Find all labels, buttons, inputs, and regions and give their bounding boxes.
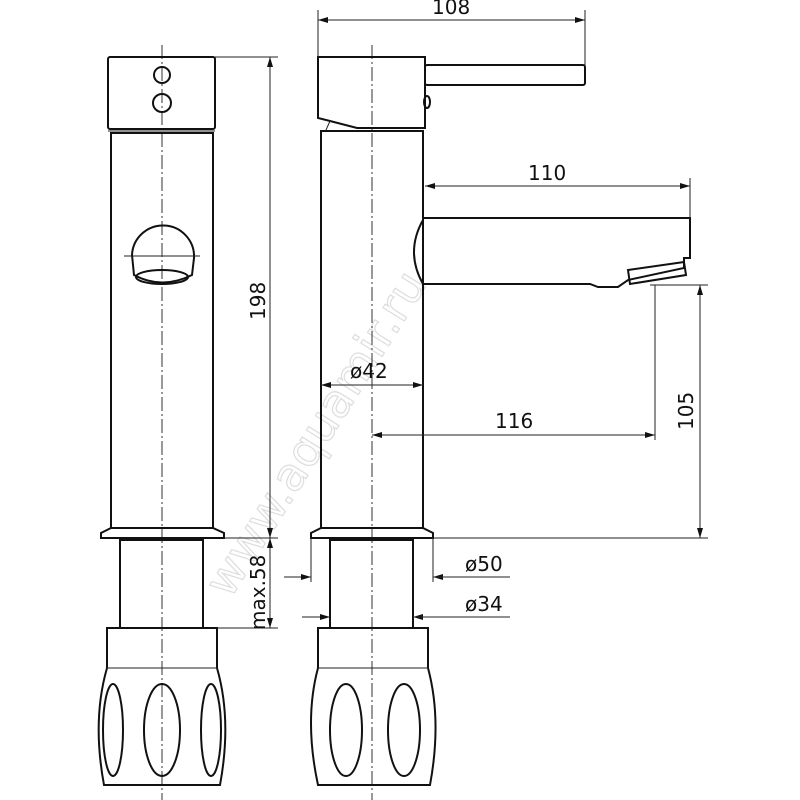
side-view (310, 45, 691, 800)
svg-text:110: 110 (528, 161, 566, 185)
front-view (97, 45, 227, 800)
handle-cap-side (317, 56, 426, 129)
dimension-50: ø50 (284, 538, 510, 582)
svg-text:105: 105 (674, 392, 698, 430)
lever (424, 64, 586, 86)
dimension-max58: max.58 (246, 555, 270, 630)
dimension-198: 198 (246, 282, 270, 320)
dimension-42: ø42 (321, 359, 423, 388)
svg-text:ø50: ø50 (465, 552, 503, 576)
svg-text:108: 108 (432, 0, 470, 19)
mounting-nut (97, 627, 227, 786)
dimension-108: 108 (317, 0, 586, 65)
mounting-nut-side (310, 627, 437, 786)
svg-text:ø42: ø42 (350, 359, 388, 383)
spout-aerator-front (130, 224, 196, 284)
spout (413, 217, 691, 288)
indicator-hot-icon (153, 66, 171, 84)
dimension-105: 105 (433, 284, 708, 539)
aerator (626, 260, 688, 286)
dimension-total-height: 198 max.58 (215, 56, 278, 630)
dimension-116: 116 (372, 285, 656, 440)
handle-cap (107, 56, 216, 130)
watermark: www.aquamir.ru (194, 261, 437, 606)
svg-text:116: 116 (495, 409, 533, 433)
svg-text:ø34: ø34 (465, 592, 503, 616)
dimension-34: ø34 (302, 592, 510, 620)
dimension-110: 110 (425, 161, 691, 218)
indicator-cold-icon (152, 93, 172, 113)
